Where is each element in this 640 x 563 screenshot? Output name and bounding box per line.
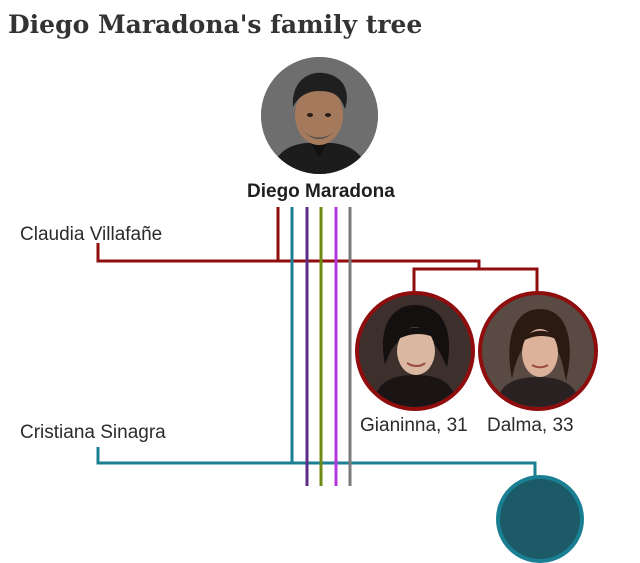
partner-claudia-villafane: Claudia Villafañe xyxy=(20,224,163,245)
child-dalma-label: Dalma, 33 xyxy=(487,415,574,436)
claudia-connector xyxy=(96,207,280,263)
child-gianinna-label: Gianinna, 31 xyxy=(360,415,468,436)
claudia-children-connector xyxy=(278,259,539,292)
diego-maradona-portrait xyxy=(261,57,378,174)
diego-maradona-name: Diego Maradona xyxy=(247,181,395,202)
page-title: Diego Maradona's family tree xyxy=(8,10,423,39)
cristiana-connector xyxy=(96,207,537,476)
next-child-portrait xyxy=(496,475,584,563)
partner-cristiana-sinagra: Cristiana Sinagra xyxy=(20,422,166,443)
dalma-portrait xyxy=(478,291,598,411)
family-tree-lines xyxy=(96,207,539,486)
gianinna-portrait xyxy=(355,291,475,411)
